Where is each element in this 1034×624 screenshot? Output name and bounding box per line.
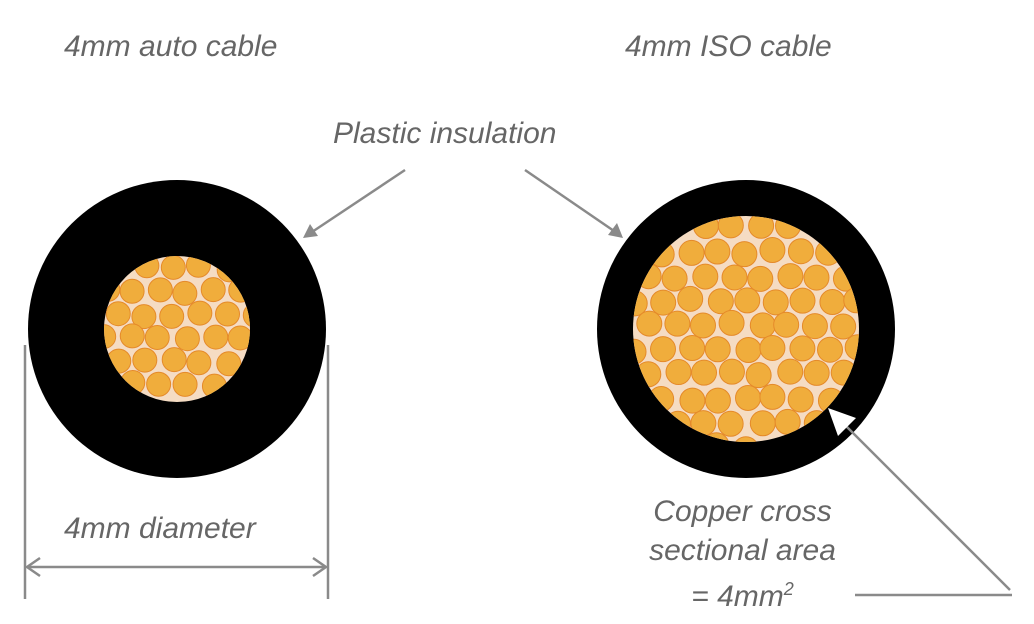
copper-strand xyxy=(732,436,759,442)
copper-strand xyxy=(160,256,186,280)
copper-strand xyxy=(661,265,688,292)
copper-strand xyxy=(787,386,814,413)
copper-strand xyxy=(677,285,704,312)
copper-strand xyxy=(679,387,706,414)
copper-strand xyxy=(704,238,731,265)
copper-strand xyxy=(789,287,816,314)
copper-strand xyxy=(665,359,692,386)
cross-section-line3: = 4mm2 xyxy=(620,570,865,616)
area-arrowhead xyxy=(828,408,856,436)
copper-strand xyxy=(692,263,719,290)
copper-strand xyxy=(773,311,800,338)
copper-strand xyxy=(174,326,200,352)
arrowhead-left xyxy=(303,224,318,238)
dimension-arrow-left xyxy=(24,556,41,578)
auto-cable-title: 4mm auto cable xyxy=(64,30,278,63)
copper-strand xyxy=(735,337,762,364)
copper-strand xyxy=(789,335,816,362)
copper-strand xyxy=(803,264,830,291)
copper-strand xyxy=(187,300,213,326)
copper-strand xyxy=(664,310,691,337)
copper-strand xyxy=(803,359,830,386)
copper-strand xyxy=(704,387,731,414)
area-pointer-line xyxy=(844,424,1011,591)
copper-strand xyxy=(745,362,772,389)
copper-strand xyxy=(777,263,804,290)
diameter-label: 4mm diameter xyxy=(64,512,256,545)
copper-strand xyxy=(749,410,776,437)
copper-strand xyxy=(216,351,242,377)
iso-cable-title: 4mm ISO cable xyxy=(625,30,832,63)
copper-strand xyxy=(161,347,187,373)
iso-cable xyxy=(597,180,895,478)
copper-strand xyxy=(830,313,857,340)
copper-strand xyxy=(159,303,185,329)
copper-strand xyxy=(759,383,786,410)
copper-strand xyxy=(801,313,828,340)
copper-strand xyxy=(718,309,745,336)
copper-strand xyxy=(735,384,762,411)
copper-strand xyxy=(762,289,789,316)
copper-strand xyxy=(748,216,775,239)
copper-strand xyxy=(749,312,776,339)
dimension-arrow-right xyxy=(312,556,329,578)
cross-section-line1: Copper cross xyxy=(653,495,832,528)
copper-strand xyxy=(105,301,131,327)
insulation-label: Plastic insulation xyxy=(333,117,557,150)
copper-strand xyxy=(203,324,229,350)
copper-strand xyxy=(721,264,748,291)
copper-strand xyxy=(649,336,676,363)
copper-strand xyxy=(717,410,744,437)
squared-superscript: 2 xyxy=(783,579,794,599)
copper-strand xyxy=(717,216,744,239)
copper-strand xyxy=(759,237,786,264)
copper-strand xyxy=(119,278,145,304)
copper-strand xyxy=(690,312,717,339)
copper-strand xyxy=(104,324,117,350)
copper-strand xyxy=(817,336,844,363)
arrowhead-right xyxy=(608,223,623,238)
copper-strand xyxy=(734,287,761,314)
copper-strand xyxy=(787,238,814,265)
copper-strand xyxy=(119,323,145,349)
copper-strand xyxy=(678,239,705,266)
copper-strand xyxy=(227,325,250,351)
cross-section-label: Copper cross sectional area = 4mm2 xyxy=(620,492,865,616)
copper-strand xyxy=(777,358,804,385)
copper-strand xyxy=(731,241,758,268)
copper-strand xyxy=(172,371,198,397)
copper-strand xyxy=(819,289,846,316)
copper-strand xyxy=(679,335,706,362)
copper-strand xyxy=(636,310,663,337)
cross-section-line2: sectional area xyxy=(649,534,836,567)
copper-strand xyxy=(650,289,677,316)
insulation-pointer-left xyxy=(311,168,406,234)
copper-strand xyxy=(707,288,734,315)
copper-strand xyxy=(146,371,172,397)
copper-strand xyxy=(704,336,731,363)
copper-strand xyxy=(200,277,226,303)
copper-strand xyxy=(144,325,170,351)
copper-strand xyxy=(718,358,745,385)
copper-strand xyxy=(691,359,718,386)
copper-strand xyxy=(747,265,774,292)
cross-section-value: = 4mm xyxy=(691,580,784,613)
copper-strand xyxy=(132,347,158,373)
auto-cable xyxy=(28,180,326,478)
copper-strand xyxy=(759,334,786,361)
copper-strand xyxy=(172,280,198,306)
copper-strand xyxy=(215,301,241,327)
insulation-pointer-right xyxy=(524,168,615,233)
copper-strand xyxy=(147,277,173,303)
copper-strand xyxy=(186,350,212,376)
copper-strand xyxy=(131,304,157,330)
